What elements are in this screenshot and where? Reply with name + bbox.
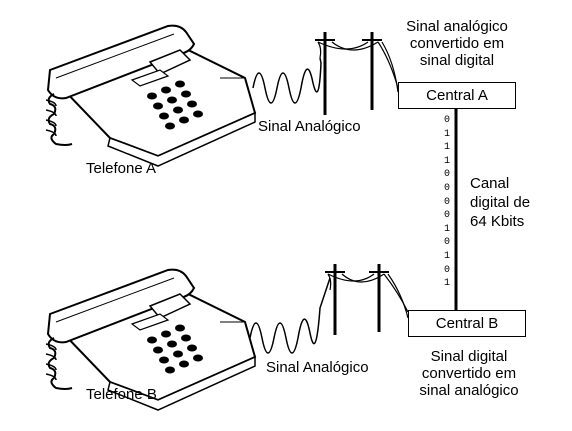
utility-poles-bottom	[325, 264, 409, 335]
bit-digit: 0	[443, 210, 450, 222]
phone-a-drawing	[45, 24, 256, 167]
bottom-note-line-1: Sinal digital	[430, 348, 508, 365]
central-a-box: Central A	[398, 82, 516, 109]
bit-digit: 1	[443, 278, 450, 290]
analog-wave-bottom	[249, 277, 331, 354]
phone-b-label: Telefone B	[86, 386, 157, 403]
bit-digit: 0	[443, 264, 450, 276]
channel-line-3: 64 Kbits	[470, 213, 525, 230]
top-note-line-3: sinal digital	[419, 52, 495, 69]
utility-poles-top	[315, 32, 399, 115]
bit-digit: 0	[443, 237, 450, 249]
bit-digit: 0	[443, 115, 450, 126]
channel-label: Canal digital de 64 Kbits	[470, 174, 530, 231]
central-b-label: Central B	[435, 315, 499, 332]
bit-digit: 1	[443, 223, 450, 235]
bit-digit: 1	[443, 128, 450, 140]
bit-digit: 0	[443, 196, 450, 208]
bit-digit: 0	[443, 169, 450, 181]
analog-wave-top	[252, 57, 322, 104]
channel-line-2: digital de	[470, 194, 531, 211]
top-note-line-1: Sinal analógico	[406, 18, 508, 35]
bit-digit: 1	[443, 250, 450, 262]
bit-digit: 1	[443, 142, 450, 154]
top-conversion-note: Sinal analógico convertido em sinal digi…	[392, 18, 522, 69]
channel-line-1: Canal	[470, 175, 510, 192]
signal-analog-top-label: Sinal Analógico	[258, 118, 361, 135]
central-a-label: Central A	[426, 87, 488, 104]
signal-analog-bottom-label: Sinal Analógico	[266, 359, 369, 376]
bottom-conversion-note: Sinal digital convertido em sinal analóg…	[402, 348, 536, 399]
phone-a-label: Telefone A	[86, 160, 157, 177]
bottom-note-line-2: convertido em	[421, 365, 517, 382]
bit-digit: 0	[443, 182, 450, 194]
top-note-line-2: convertido em	[409, 35, 505, 52]
bottom-note-line-3: sinal analógico	[419, 382, 519, 399]
central-b-box: Central B	[408, 310, 526, 337]
bit-digit: 1	[443, 155, 450, 167]
